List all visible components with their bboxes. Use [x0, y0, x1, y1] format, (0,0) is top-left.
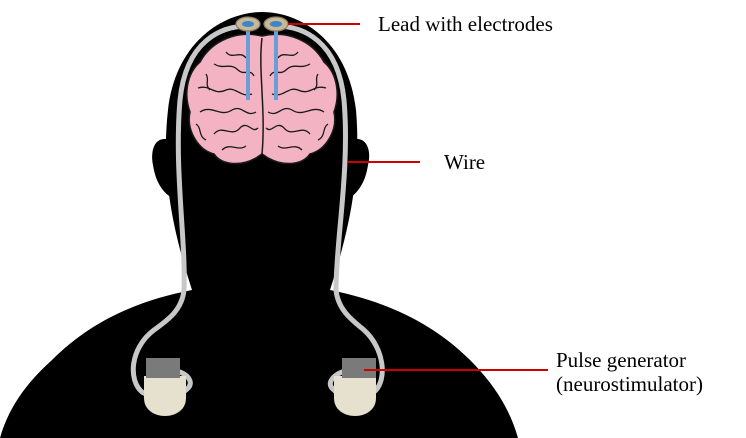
label-pulse-line1: Pulse generator	[556, 348, 703, 372]
label-pulse-generator: Pulse generator (neurostimulator)	[556, 348, 703, 396]
electrode-left-dot	[242, 21, 254, 27]
brain-icon	[187, 34, 337, 163]
electrode-right-dot	[270, 21, 282, 27]
label-lead-with-electrodes: Lead with electrodes	[378, 12, 553, 36]
label-pulse-line2: (neurostimulator)	[556, 372, 703, 396]
label-wire: Wire	[444, 150, 485, 174]
pulse-generator-left	[144, 358, 186, 416]
